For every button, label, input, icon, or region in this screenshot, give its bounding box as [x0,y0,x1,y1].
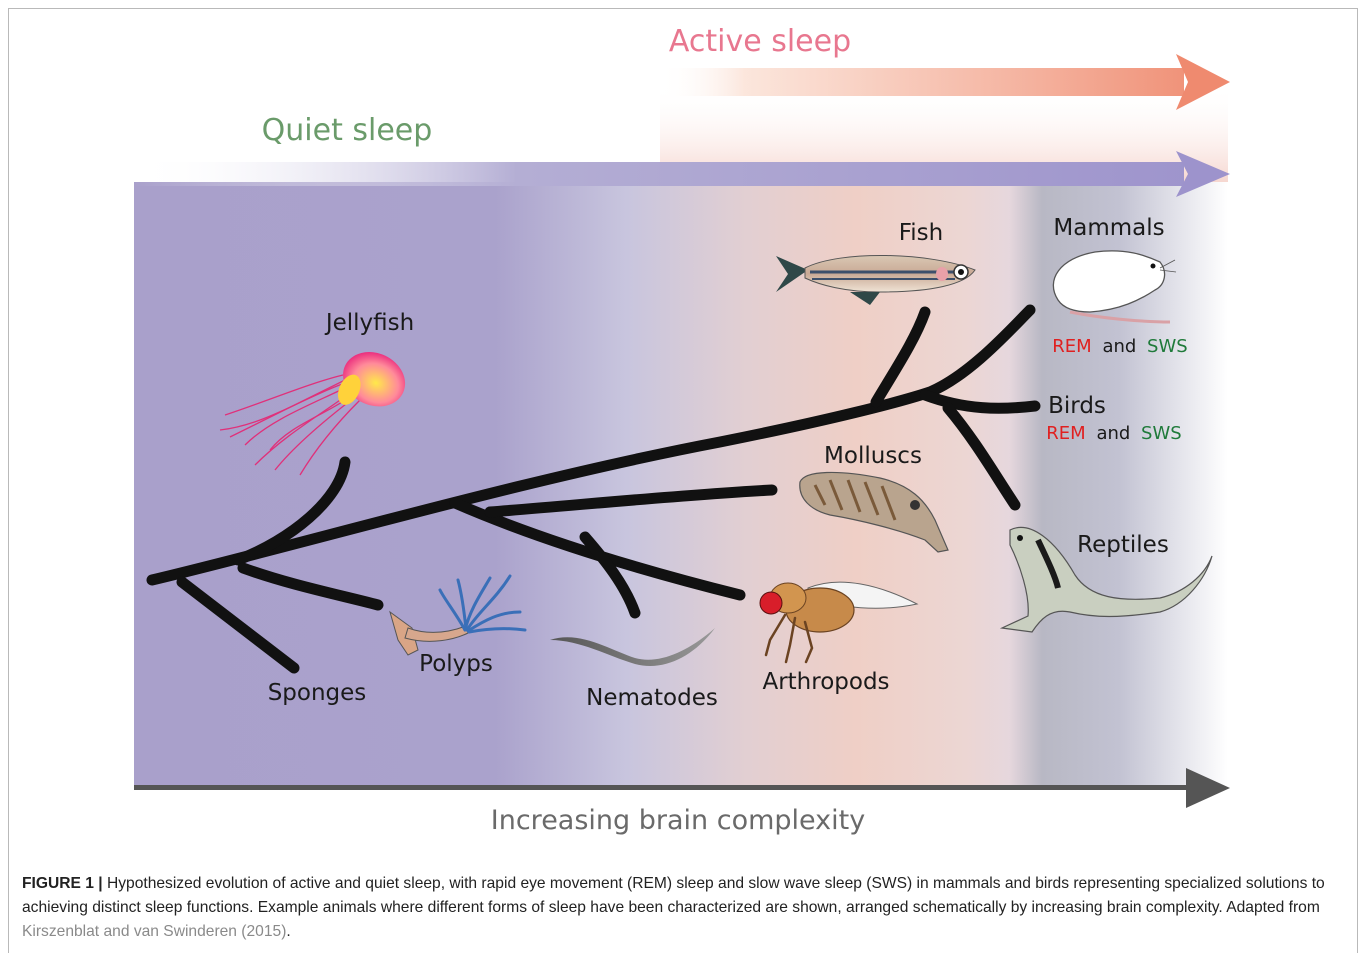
brain-complexity-axis-label: Increasing brain complexity [491,805,865,836]
reptiles-label: Reptiles [1077,532,1169,558]
birds-and: and [1096,423,1130,444]
caption-text: Hypothesized evolution of active and qui… [22,875,1325,916]
birds-rem: REM [1046,423,1085,444]
arthropods-label: Arthropods [762,669,889,695]
figure-caption: FIGURE 1 | Hypothesized evolution of act… [22,872,1342,944]
polyps-label: Polyps [419,651,493,677]
mammals-sleep-types: REM and SWS [1052,336,1187,357]
mammals-and: and [1102,336,1136,357]
sleep-evolution-diagram: Active sleep Quiet sleep Increasing brai… [0,0,1360,870]
nematodes-label: Nematodes [586,685,718,711]
birds-sleep-types: REM and SWS [1046,423,1181,444]
fish-label: Fish [899,220,944,246]
caption-figure-label: FIGURE 1 | [22,875,103,892]
jellyfish-label: Jellyfish [324,310,414,336]
caption-reference-link[interactable]: Kirszenblat and van Swinderen (2015) [22,923,286,940]
caption-end: . [286,923,290,940]
active-sleep-label: Active sleep [669,24,851,59]
mammals-sws: SWS [1147,336,1188,357]
sponges-label: Sponges [268,680,367,706]
mammals-rem: REM [1052,336,1091,357]
molluscs-label: Molluscs [824,443,922,469]
birds-sws: SWS [1141,423,1182,444]
birds-label: Birds [1048,393,1106,419]
mammals-label: Mammals [1053,215,1164,241]
quiet-sleep-label: Quiet sleep [262,113,433,148]
